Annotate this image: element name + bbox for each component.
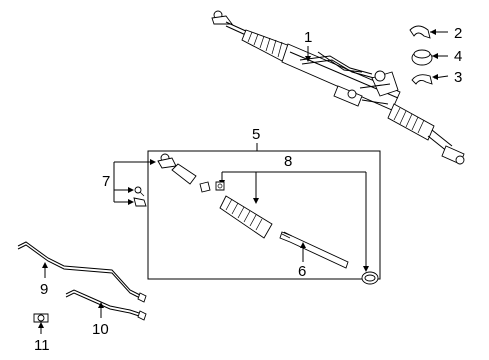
callout-7-label: 7 [102, 173, 110, 190]
clamp-bracket-2 [409, 25, 448, 39]
cotter-pin [134, 186, 145, 197]
callout-1: 1 [304, 29, 312, 62]
castle-nut [133, 197, 147, 207]
kit-clamp [361, 271, 379, 285]
kit-small-nut [215, 181, 225, 191]
callout-6-label: 6 [298, 263, 306, 280]
callout-3-label: 3 [454, 69, 462, 86]
hydraulic-line-9 [17, 241, 147, 303]
bushing-4 [411, 49, 448, 66]
callout-11-label: 11 [34, 337, 50, 354]
kit-nut [199, 181, 211, 193]
kit-bellows [219, 195, 273, 239]
rack-housing [281, 43, 401, 111]
right-bellows [387, 103, 435, 141]
callout-9: 9 [40, 262, 48, 298]
callout-11: 11 [34, 322, 50, 354]
callout-10-label: 10 [92, 321, 109, 338]
callout-2-label: 2 [454, 25, 462, 42]
callout-4-label: 4 [454, 48, 462, 65]
kit-box [147, 150, 381, 280]
callout-10: 10 [92, 302, 109, 338]
callout-7: 7 [102, 159, 156, 205]
left-bellows [241, 29, 291, 63]
callout-6: 6 [298, 242, 306, 280]
callout-9-label: 9 [40, 281, 48, 298]
kit-tie-rod-end [157, 153, 197, 185]
kit-inner-tie-rod [279, 231, 349, 269]
callout-5-label: 5 [252, 126, 260, 143]
clamp-bracket-3 [411, 74, 449, 85]
callout-8-label: 8 [284, 153, 292, 170]
left-tie-rod-end [211, 10, 249, 37]
callout-5: 5 [252, 126, 260, 151]
right-tie-rod-end [427, 129, 465, 165]
fitting-11 [33, 313, 49, 323]
callout-1-label: 1 [304, 29, 312, 46]
callout-8: 8 [219, 153, 369, 272]
